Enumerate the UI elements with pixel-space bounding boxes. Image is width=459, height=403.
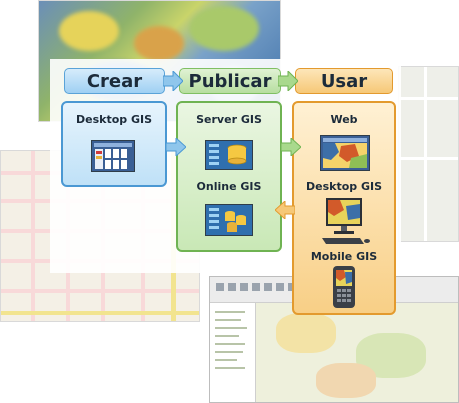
header-arrow-publish-to-use — [278, 71, 298, 91]
arrow-desktop-to-online — [275, 201, 295, 219]
web-map-icon — [320, 135, 370, 171]
use-item-web: Web — [330, 113, 358, 126]
map-canvas — [256, 303, 458, 402]
aerial-map-background-image — [398, 66, 459, 242]
header-arrow-create-to-publish — [163, 71, 183, 91]
mobile-device-icon — [333, 266, 355, 308]
header-publicar: Publicar — [179, 68, 281, 94]
online-database-icon — [205, 204, 253, 236]
header-usar: Usar — [295, 68, 393, 94]
table-of-contents — [210, 303, 256, 402]
desktop-app-icon — [91, 140, 135, 172]
arrow-create-to-server — [166, 138, 186, 156]
header-crear: Crear — [64, 68, 165, 94]
create-item-desktop-gis: Desktop GIS — [75, 113, 153, 126]
use-item-desktop-gis: Desktop GIS — [305, 180, 383, 193]
server-database-icon — [205, 140, 253, 170]
publish-item-server-gis: Server GIS — [196, 113, 262, 126]
arrow-server-to-web — [281, 138, 301, 156]
use-item-mobile-gis: Mobile GIS — [310, 250, 378, 263]
desktop-gis-background-screenshot — [209, 276, 459, 403]
desktop-computer-icon — [322, 198, 370, 244]
publish-item-online-gis: Online GIS — [196, 180, 262, 193]
